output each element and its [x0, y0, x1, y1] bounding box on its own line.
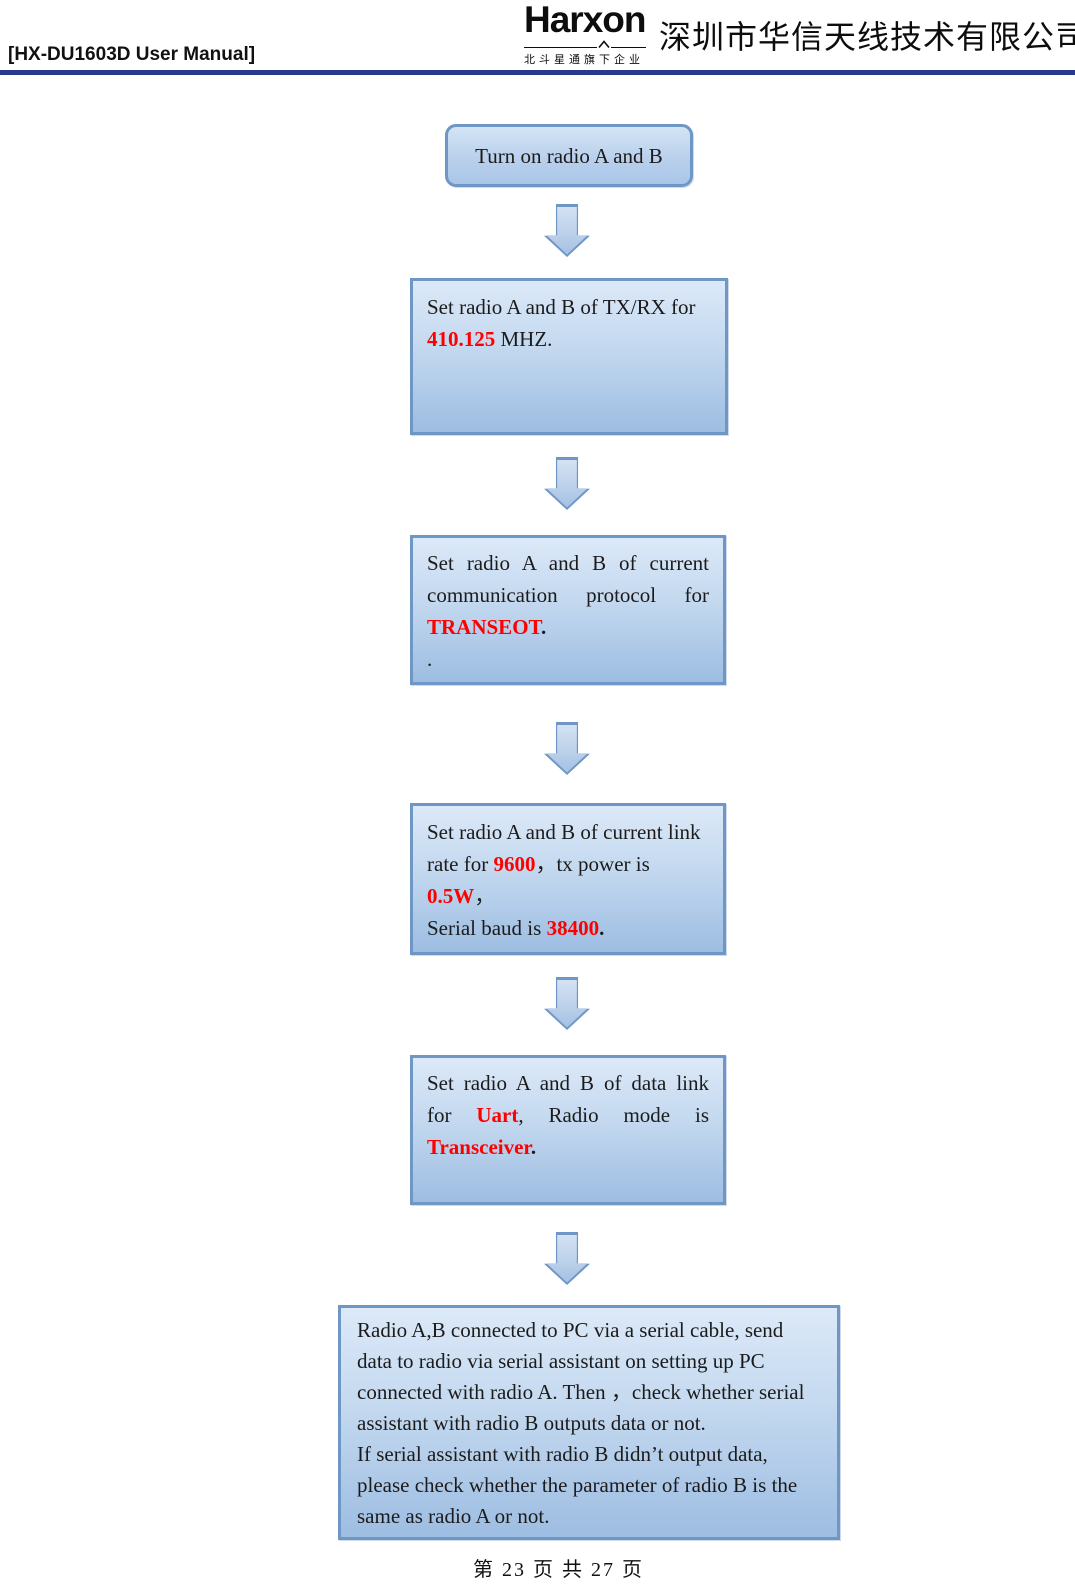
logo-line-right [611, 47, 646, 48]
flow-step-set-frequency: Set radio A and B of TX/RX for 410.125 M… [410, 278, 728, 435]
harxon-wordmark: Harxon [524, 0, 646, 40]
harxon-logo: Harxon 北斗星通旗下企业 [524, 0, 646, 67]
flow-step-serial-check: Radio A,B connected to PC via a serial c… [338, 1305, 840, 1540]
down-arrow-fill [546, 459, 588, 508]
flow-step-set-protocol-text: Set radio A and B of current communicati… [427, 551, 709, 671]
down-arrow-fill [546, 979, 588, 1028]
header-divider [0, 70, 1075, 75]
company-name: 深圳市华信天线技术有限公司 [659, 19, 1075, 55]
flow-step-set-frequency-text: Set radio A and B of TX/RX for 410.125 M… [427, 295, 696, 351]
logo-line-left [524, 47, 598, 48]
down-arrow-icon [544, 1232, 590, 1285]
flow-step-set-link-rate: Set radio A and B of current link rate f… [410, 803, 726, 955]
flow-step-start: Turn on radio A and B [445, 124, 693, 187]
down-arrow-fill [546, 206, 588, 255]
down-arrow-icon [544, 457, 590, 510]
down-arrow-fill [546, 724, 588, 773]
down-arrow-fill [546, 1234, 588, 1283]
manual-title: [HX-DU1603D User Manual] [8, 44, 256, 65]
page-number: 第 23 页 共 27 页 [473, 1559, 644, 1581]
logo-antenna-line [524, 40, 646, 48]
down-arrow-icon [544, 204, 590, 257]
flow-step-set-data-link: Set radio A and B of data link for Uart,… [410, 1055, 726, 1205]
down-arrow-icon [544, 977, 590, 1030]
flow-step-set-data-link-text: Set radio A and B of data link for Uart,… [427, 1071, 709, 1159]
flow-step-serial-check-text: Radio A,B connected to PC via a serial c… [357, 1318, 805, 1528]
down-arrow-icon [544, 722, 590, 775]
logo-tagline: 北斗星通旗下企业 [524, 54, 644, 66]
flow-step-start-text: Turn on radio A and B [475, 143, 663, 168]
flow-step-set-protocol: Set radio A and B of current communicati… [410, 535, 726, 685]
antenna-caret-icon [598, 40, 610, 48]
flow-step-set-link-rate-text: Set radio A and B of current link rate f… [427, 820, 701, 940]
